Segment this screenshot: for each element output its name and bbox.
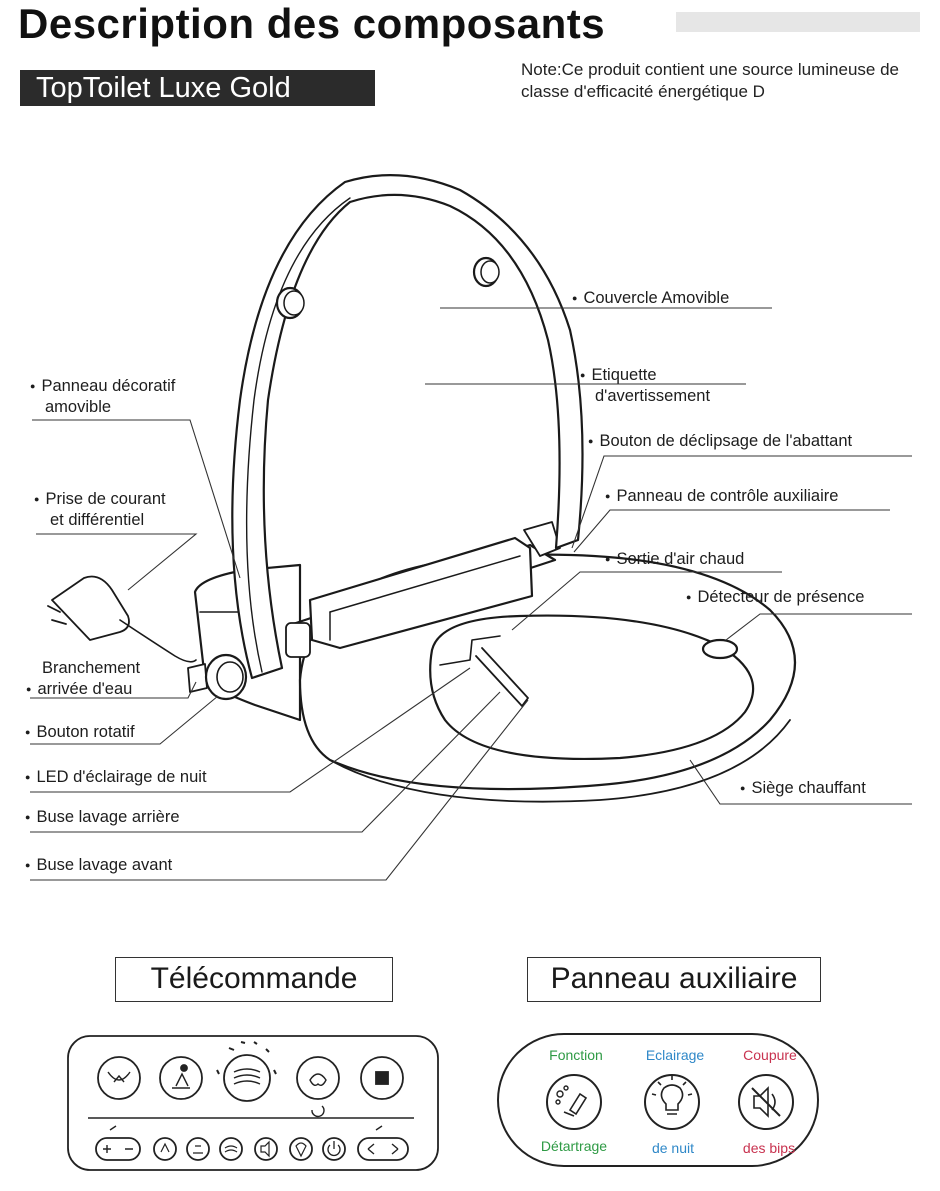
auto-icon bbox=[296, 1056, 340, 1118]
stop-icon bbox=[360, 1056, 404, 1100]
aux-night-light-top: Eclairage bbox=[645, 1047, 705, 1063]
mute-icon bbox=[254, 1137, 278, 1161]
label-decorative-panel-line1: Panneau décoratif bbox=[30, 376, 175, 399]
toilet-seat-illustration bbox=[30, 174, 912, 881]
aux-descale-top: Fonction bbox=[549, 1047, 603, 1063]
label-warning-sticker-line1: Etiquette bbox=[580, 365, 656, 388]
label-heated-seat: Siège chauffant bbox=[740, 778, 865, 801]
aux-descale-bottom: Détartrage bbox=[540, 1138, 608, 1154]
mute-beep-icon bbox=[738, 1074, 794, 1130]
label-rotary-knob: Bouton rotatif bbox=[25, 722, 134, 745]
label-water-inlet-line2: arrivée d'eau bbox=[26, 679, 132, 702]
night-light-icon bbox=[644, 1074, 700, 1130]
descaling-icon bbox=[546, 1074, 602, 1130]
label-rear-nozzle: Buse lavage arrière bbox=[25, 807, 179, 830]
title-decoration-bar bbox=[676, 12, 920, 32]
label-presence-detector: Détecteur de présence bbox=[686, 587, 864, 610]
plus-minus-icon bbox=[95, 1125, 141, 1161]
rear-wash-icon bbox=[97, 1056, 141, 1100]
label-removable-lid: Couvercle Amovible bbox=[572, 288, 729, 311]
remote-title: Télécommande bbox=[115, 957, 393, 1002]
removable-lid bbox=[231, 174, 584, 680]
label-front-nozzle: Buse lavage avant bbox=[25, 855, 172, 878]
aux-mute-top: Coupure bbox=[743, 1047, 797, 1063]
aux-night-light-bottom: de nuit bbox=[651, 1140, 695, 1156]
hinge-box bbox=[308, 536, 534, 650]
water-inlet-connector bbox=[187, 663, 208, 693]
nozzle-position-icon bbox=[357, 1125, 409, 1161]
product-name-badge: TopToilet Luxe Gold bbox=[20, 70, 375, 106]
label-night-led: LED d'éclairage de nuit bbox=[25, 767, 206, 790]
label-unclip-button: Bouton de déclipsage de l'abattant bbox=[588, 431, 852, 454]
label-power-plug-line1: Prise de courant bbox=[34, 489, 165, 512]
aux-panel-title: Panneau auxiliaire bbox=[527, 957, 821, 1002]
label-water-inlet-line1: Branchement bbox=[42, 659, 141, 677]
aux-mute-bottom: des bips bbox=[742, 1140, 796, 1156]
power-plug bbox=[51, 575, 130, 641]
dryer-temp-icon bbox=[219, 1137, 243, 1161]
aux-panel bbox=[497, 1033, 819, 1167]
energy-note: Note:Ce produit contient une source lumi… bbox=[521, 60, 900, 101]
label-decorative-panel-line2: amovible bbox=[45, 398, 112, 416]
power-icon bbox=[322, 1137, 346, 1161]
label-power-plug-line2: et différentiel bbox=[50, 511, 145, 529]
remote-body bbox=[67, 1035, 439, 1171]
label-warm-air-outlet: Sortie d'air chaud bbox=[605, 549, 744, 572]
remote-control bbox=[67, 1035, 439, 1171]
label-aux-control-panel: Panneau de contrôle auxiliaire bbox=[605, 486, 838, 509]
label-warning-sticker-line2: d'avertissement bbox=[595, 387, 711, 405]
dryer-icon bbox=[216, 1041, 277, 1102]
seat-temp-icon bbox=[186, 1137, 210, 1161]
seat-opening bbox=[429, 614, 755, 761]
nozzle-icon bbox=[289, 1137, 313, 1161]
page-title: Description des composants bbox=[18, 0, 606, 47]
presence-detector-window bbox=[701, 638, 739, 660]
water-temp-icon bbox=[153, 1137, 177, 1161]
nozzle-arm bbox=[475, 647, 529, 707]
front-wash-icon bbox=[159, 1056, 203, 1100]
